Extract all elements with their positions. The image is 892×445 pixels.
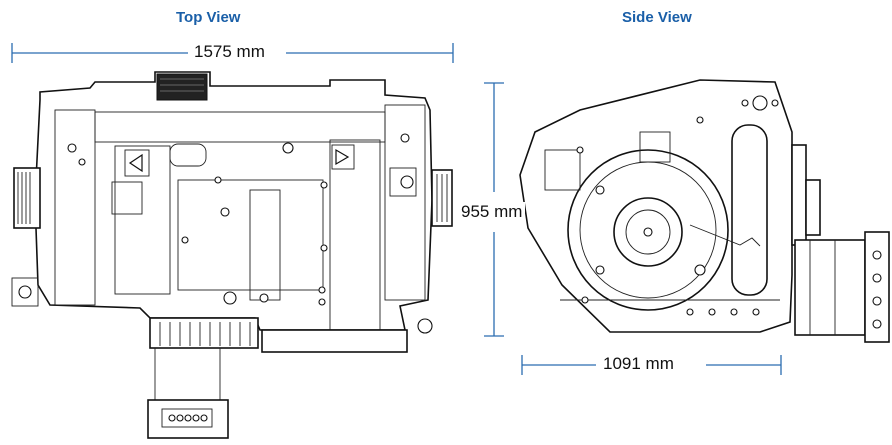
side-view-drawing xyxy=(519,79,890,343)
side-view-title: Side View xyxy=(622,9,692,26)
top-view-drawing xyxy=(11,71,453,439)
height-dimension-line xyxy=(484,82,504,337)
side-width-label: 1091 mm xyxy=(600,354,677,374)
height-label: 955 mm xyxy=(458,202,526,222)
top-width-dimension-line xyxy=(11,43,454,63)
top-view-title: Top View xyxy=(176,9,241,26)
top-width-label: 1575 mm xyxy=(191,42,268,62)
side-width-dimension-line xyxy=(521,355,782,375)
